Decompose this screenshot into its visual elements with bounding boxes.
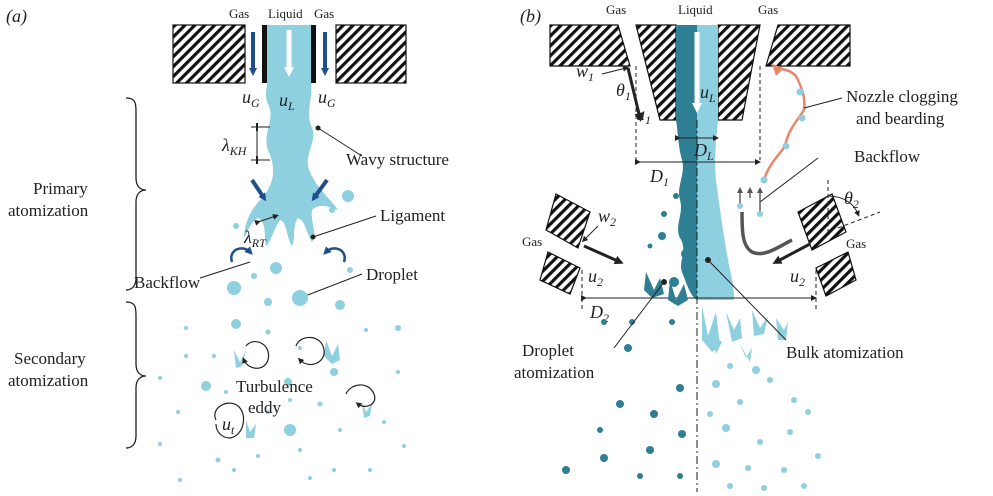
bulk-atomization-label: Bulk atomization xyxy=(786,343,904,362)
gas-converge-left-arrow xyxy=(250,178,267,202)
d1-symbol: D1 xyxy=(649,166,669,189)
backflow-leader xyxy=(199,261,251,279)
nozzle-b-right-wall xyxy=(765,24,851,67)
droplet-atomization-dot xyxy=(661,279,667,285)
backflow-right-curl xyxy=(323,246,346,263)
d2-symbol: D2 xyxy=(589,302,609,325)
u1-symbol: u1 xyxy=(636,104,651,127)
primary-droplets xyxy=(227,190,354,329)
ligament-leader xyxy=(312,215,377,238)
light-droplets xyxy=(707,363,821,491)
panel-b-label: (b) xyxy=(520,6,541,27)
backflow-left-curl xyxy=(230,246,253,263)
backflow-b-curve xyxy=(740,211,793,256)
lambda-kh-symbol: λKH xyxy=(221,135,248,158)
dark-fragments xyxy=(644,193,691,306)
u2-left-symbol: u2 xyxy=(588,266,603,289)
nozzle-b-inner-right xyxy=(717,24,761,121)
backflow-b-droplets xyxy=(737,187,763,217)
w1-leader xyxy=(601,65,629,75)
wavy-structure-label: Wavy structure xyxy=(346,150,449,169)
bulk-atomization-dot xyxy=(705,257,711,263)
wavy-structure-leader xyxy=(317,127,363,157)
u2-left-arrow xyxy=(583,244,624,265)
u2-right-arrow xyxy=(772,242,811,264)
panel-a: (a) Gas Liquid Gas uG uL uG λKH Wavy str… xyxy=(6,6,449,482)
gas-left-label: Gas xyxy=(229,6,249,21)
fragment-clusters xyxy=(234,340,372,438)
droplet-label: Droplet xyxy=(366,265,418,284)
nozzle-center-left xyxy=(262,25,267,83)
w1-symbol: w1 xyxy=(576,61,594,84)
ligament-dot xyxy=(310,234,316,240)
u-l-b-symbol: uL xyxy=(700,82,716,105)
primary-brace xyxy=(125,97,147,291)
gas-side-left-label: Gas xyxy=(522,234,542,249)
light-fragments xyxy=(702,306,788,362)
nozzle-right-wall xyxy=(335,24,407,84)
bulk-atomization-leader xyxy=(707,259,787,341)
gas-right-label: Gas xyxy=(314,6,334,21)
liquid-label: Liquid xyxy=(268,6,303,21)
u-g-right-symbol: uG xyxy=(318,87,336,110)
gas-converge-right-arrow xyxy=(311,178,329,202)
theta2-reference xyxy=(837,211,881,229)
dl-symbol: DL xyxy=(693,140,714,163)
liquid-jet xyxy=(244,25,338,246)
panel-b: (b) Gas Liquid Gas w1 θ1 u1 uL DL D1 xyxy=(514,2,958,492)
nozzle-b-left-wall xyxy=(549,24,631,67)
nozzle-left-wall xyxy=(172,24,246,84)
side-nozzle-right xyxy=(797,193,857,297)
panel-a-label: (a) xyxy=(6,6,27,27)
backflow-b-leader xyxy=(759,157,819,203)
nozzle-center-right xyxy=(311,25,316,83)
u1-arrow xyxy=(626,67,644,122)
turbulence-eddies xyxy=(214,336,376,439)
liquid-jet-light xyxy=(697,25,734,300)
droplet-atomization-leader xyxy=(613,281,665,349)
w2-symbol: w2 xyxy=(598,206,616,229)
gas-b-left-label: Gas xyxy=(606,2,626,17)
w2-leader xyxy=(581,225,599,243)
secondary-brace xyxy=(125,301,147,449)
gas-side-right-label: Gas xyxy=(846,236,866,251)
u-g-left-symbol: uG xyxy=(242,87,260,110)
wavy-structure-dot xyxy=(315,125,321,131)
clogging-path xyxy=(762,68,806,181)
gas-b-right-label: Gas xyxy=(758,2,778,17)
secondary-droplets xyxy=(158,325,406,482)
clogging-arrow-head xyxy=(772,64,784,76)
ligament-label: Ligament xyxy=(380,206,445,225)
u-l-symbol: uL xyxy=(279,90,295,113)
side-nozzle-left xyxy=(539,193,591,295)
nozzle-clogging-leader xyxy=(803,97,843,109)
lambda-rt-symbol: λRT xyxy=(243,227,267,250)
clogging-droplets xyxy=(760,88,806,184)
u2-right-symbol: u2 xyxy=(790,266,805,289)
backflow-b-label: Backflow xyxy=(854,147,921,166)
liquid-b-label: Liquid xyxy=(678,2,713,17)
backflow-label: Backflow xyxy=(134,273,201,292)
theta2-arc xyxy=(827,195,860,217)
u-t-symbol: ut xyxy=(222,414,235,437)
lambda-rt-dimension xyxy=(254,214,279,226)
dark-droplets xyxy=(562,319,686,479)
theta2-symbol: θ2 xyxy=(844,188,859,211)
theta1-symbol: θ1 xyxy=(616,80,631,103)
droplet-leader xyxy=(299,273,363,299)
